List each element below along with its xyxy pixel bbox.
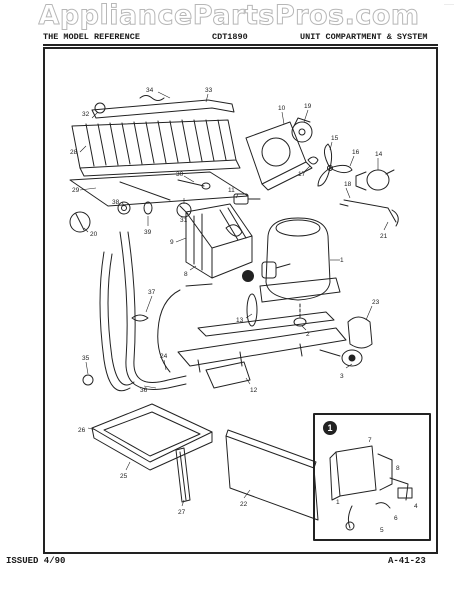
part-seal-38[interactable] bbox=[117, 201, 131, 215]
callouts: 34 33 32 28 10 19 15 16 14 17 18 21 29 3… bbox=[70, 87, 418, 534]
callout-8: 8 bbox=[184, 271, 188, 278]
callout-30: 30 bbox=[176, 171, 184, 178]
callout-1: 1 bbox=[340, 257, 344, 264]
callout-16: 16 bbox=[352, 149, 360, 156]
callout-13: 13 bbox=[236, 317, 244, 324]
part-tray[interactable] bbox=[69, 171, 249, 207]
part-base-rails[interactable] bbox=[177, 311, 347, 389]
callout-38: 38 bbox=[112, 199, 120, 206]
callout-inset-1: 1 bbox=[336, 499, 340, 506]
callout-24: 24 bbox=[160, 353, 168, 360]
callout-10: 10 bbox=[278, 105, 286, 112]
part-drain-tube[interactable] bbox=[99, 231, 187, 392]
header-title: UNIT COMPARTMENT & SYSTEM bbox=[300, 32, 428, 42]
part-drain-coupling[interactable] bbox=[82, 374, 94, 386]
callout-15: 15 bbox=[331, 135, 339, 142]
part-fan-motor[interactable] bbox=[355, 169, 395, 191]
callout-37: 37 bbox=[148, 289, 156, 296]
callout-12: 12 bbox=[250, 387, 258, 394]
inset-detail[interactable] bbox=[313, 413, 431, 541]
leader-lines bbox=[79, 91, 389, 507]
callout-25: 25 bbox=[120, 473, 128, 480]
callout-31: 31 bbox=[180, 217, 188, 224]
part-clip[interactable] bbox=[307, 156, 319, 165]
callout-inset-7: 7 bbox=[368, 437, 372, 444]
callout-29: 29 bbox=[72, 187, 80, 194]
part-drier[interactable] bbox=[177, 179, 211, 190]
callout-17: 17 bbox=[298, 171, 306, 178]
part-gasket[interactable] bbox=[246, 293, 258, 327]
callout-3: 3 bbox=[340, 373, 344, 380]
part-motor-mount[interactable] bbox=[339, 199, 399, 227]
callout-22: 22 bbox=[240, 501, 248, 508]
callout-27: 27 bbox=[178, 509, 186, 516]
callout-34: 34 bbox=[146, 87, 154, 94]
callout-inset-8: 8 bbox=[396, 465, 400, 472]
callout-32: 32 bbox=[82, 111, 90, 118]
part-harness[interactable] bbox=[131, 283, 213, 373]
inset-pointer bbox=[242, 270, 254, 282]
callout-23: 23 bbox=[372, 299, 380, 306]
header-left: THE MODEL REFERENCE bbox=[43, 32, 140, 42]
callout-28: 28 bbox=[70, 149, 78, 156]
part-relay[interactable] bbox=[347, 316, 373, 349]
watermark: AppliancePartsPros.com bbox=[38, 0, 420, 32]
header-model: CDT1890 bbox=[212, 32, 248, 42]
part-tube-top[interactable] bbox=[91, 95, 235, 119]
part-overload[interactable] bbox=[319, 349, 363, 367]
diagram-frame bbox=[43, 47, 438, 554]
callout-14: 14 bbox=[375, 151, 383, 158]
callout-33: 33 bbox=[205, 87, 213, 94]
callout-11: 11 bbox=[228, 187, 235, 194]
header-rule bbox=[43, 44, 438, 46]
part-fan-shroud[interactable] bbox=[245, 121, 313, 191]
part-motor-bracket[interactable] bbox=[291, 117, 313, 143]
callout-26: 26 bbox=[78, 427, 86, 434]
callout-inset-5: 5 bbox=[380, 527, 384, 534]
part-fitting[interactable] bbox=[233, 193, 261, 205]
callout-inset-6: 6 bbox=[394, 515, 398, 522]
corner-mark: ····· bbox=[444, 2, 454, 8]
part-evaporator-coil[interactable] bbox=[185, 203, 253, 279]
part-condenser[interactable] bbox=[71, 119, 241, 177]
footer-issued: ISSUED 4/90 bbox=[6, 556, 66, 566]
callout-36: 36 bbox=[140, 387, 148, 394]
footer-page-number: A-41-23 bbox=[388, 556, 426, 566]
inset-marker: 1 bbox=[327, 423, 332, 433]
callout-19: 19 bbox=[304, 103, 312, 110]
callout-20: 20 bbox=[90, 231, 98, 238]
callout-inset-4: 4 bbox=[414, 503, 418, 510]
part-seal-31[interactable] bbox=[176, 202, 192, 218]
part-pan-bracket[interactable] bbox=[175, 447, 191, 503]
part-seal-39[interactable] bbox=[143, 201, 153, 215]
callout-35: 35 bbox=[82, 355, 90, 362]
callout-39: 39 bbox=[144, 229, 152, 236]
callout-21: 21 bbox=[380, 233, 388, 240]
callout-9: 9 bbox=[170, 239, 174, 246]
callout-18: 18 bbox=[344, 181, 352, 188]
part-fan-blade[interactable] bbox=[317, 143, 353, 187]
part-compressor[interactable] bbox=[259, 217, 341, 303]
part-seal-20[interactable] bbox=[69, 211, 91, 233]
callout-2: 2 bbox=[306, 331, 310, 338]
part-drain-pan[interactable] bbox=[91, 403, 213, 471]
